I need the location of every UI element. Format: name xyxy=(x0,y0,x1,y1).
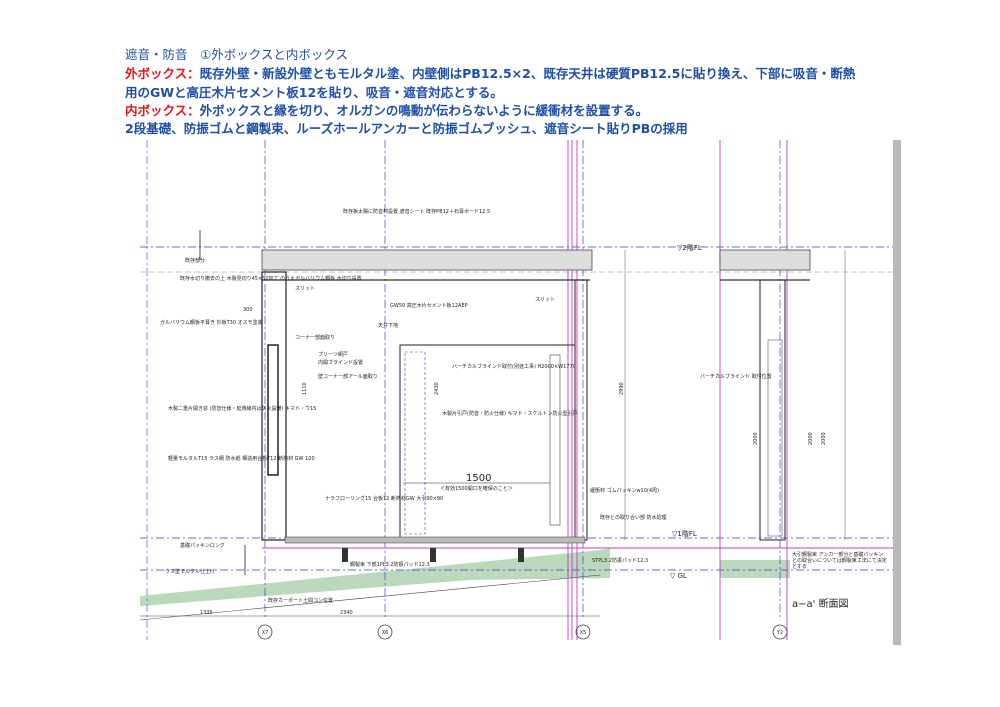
label-door: 木製片引戸(防音・防火仕様) キマド・スケルトン防火型引戸 xyxy=(442,410,578,417)
outer-wall-left xyxy=(261,271,287,541)
label-joint: 既存との取り合い部 防水処理 xyxy=(600,514,667,521)
label-corner: コーナー部面取り xyxy=(295,334,335,341)
drawing-title: 遮音・防音 ①外ボックスと内ボックス xyxy=(125,47,348,62)
ground-hatch-right xyxy=(720,560,790,578)
dim-1110: 1110 xyxy=(302,382,308,395)
grid-x5: X5 xyxy=(580,630,587,636)
label-opening: ＜有効1500開口を確保のこと＞ xyxy=(440,485,513,492)
label-cement-board: GW50 高圧木片セメント板12AEP xyxy=(390,302,468,309)
grid-x6: X6 xyxy=(382,630,389,636)
dim-1500: 1500 xyxy=(466,473,491,484)
grid-x7: X7 xyxy=(262,630,269,636)
floor-structure xyxy=(284,536,586,544)
roof-structure xyxy=(261,249,593,271)
dim-2000-c: 2000 xyxy=(821,432,827,445)
dim-2000-a: 2000 xyxy=(753,432,759,445)
label-wall-spec: 軽量モルタルT15 ラス網 防水紙 構造用合板T12 断熱材 GW 100 xyxy=(168,455,315,462)
label-flash: 既存水切り撤去の上 木製見切り45×30加工 のうえガルバリウム鋼板 水切り設置 xyxy=(180,275,362,282)
label-steel: 鋼製束 下部1PL3.2防振パッド12.3 xyxy=(350,561,430,568)
level-gl: ▽ GL xyxy=(670,572,687,580)
label-window: 木製二重片開き窓 (防音仕様・延焼線内は防火設備) キマド・ウ15 xyxy=(168,405,316,412)
dim-300: 300 xyxy=(243,307,253,313)
label-flooring: ナラフローリング15 合板12 断熱材GW 大引90×90 xyxy=(325,495,443,502)
label-blind: 内開ブラインド設置 xyxy=(318,359,363,366)
ground-hatch xyxy=(140,548,610,606)
dim-2990: 2990 xyxy=(619,382,625,395)
label-anchor: 大引鋼製束 アンカー部分と基礎パッキンとの取合いについては鋼製束工法にて決定とす… xyxy=(792,552,887,570)
foundation-note: 2段基礎、防振ゴムと鋼製束、ルーズホールアンカーと防振ゴムブッシュ、遮音シート貼… xyxy=(125,121,688,136)
label-cushion: 緩衝材 ゴムパッキンw10(4周) xyxy=(590,487,659,494)
label-packing: 基礎パッキンロング xyxy=(180,542,225,549)
label-slit-2: スリット xyxy=(535,297,555,303)
dim-2000-b: 2000 xyxy=(808,432,814,445)
level-2fl: ▽2階FL xyxy=(677,243,702,252)
level-1fl: ▽1階FL xyxy=(672,529,697,538)
label-mortar: ウス塗モルタル仕上げ xyxy=(165,568,215,575)
outer-box-text-2: 用のGWと高圧木片セメント板12を貼り、吸音・遮音対応とする。 xyxy=(125,85,503,100)
label-galva: ガルバリウム鋼板平葺き 杉板T30 オスモ塗装 xyxy=(160,319,263,326)
dim-2340: 2340 xyxy=(340,610,353,616)
grid-y2: Y2 xyxy=(776,630,783,636)
inner-door xyxy=(399,344,576,539)
label-slit: スリット xyxy=(295,286,315,292)
inner-box-note: 内ボックス：外ボックスと縁を切り、オルガンの鳴動が伝わらないように緩衝材を設置す… xyxy=(125,102,648,120)
label-vblind: バーチカルブラインド取付(別途工事) H2000×W1770 xyxy=(452,363,576,370)
section-title: a−a' 断面図 xyxy=(792,597,849,610)
page-edge-bar xyxy=(893,140,901,645)
inner-box-text: 外ボックスと縁を切り、オルガンの鳴動が伝わらないように緩衝材を設置する。 xyxy=(199,103,649,118)
label-existing: 既存部分 xyxy=(185,257,205,264)
outer-box-label: 外ボックス： xyxy=(125,66,200,81)
inner-box-label: 内ボックス： xyxy=(125,103,200,118)
label-ceiling: 既存板太陽に防音材設置 遮音シート 既存PB12＋石膏ボード12.5 xyxy=(343,208,490,215)
label-corner-2: 壁コーナー部アール面取り xyxy=(318,373,378,380)
label-ceiling-frame: 天井下地 xyxy=(378,322,398,329)
label-pleats: プリーツ網戸 xyxy=(318,351,348,358)
outer-box-note: 外ボックス：既存外壁・新設外壁ともモルタル塗、内壁側はPB12.5×2、既存天井… xyxy=(125,65,855,83)
label-pad: STPL3.2防振パッド12.3 xyxy=(592,557,648,564)
dim-2430: 2430 xyxy=(434,382,440,395)
label-carport: 既存カーポート土間コン位置 xyxy=(268,597,333,604)
dim-1335: 1335 xyxy=(200,610,213,616)
label-vblind-2: バーチカルブラインド 取付位置 xyxy=(700,373,772,380)
outer-box-text-1: 既存外壁・新設外壁ともモルタル塗、内壁側はPB12.5×2、既存天井は硬質PB1… xyxy=(199,66,856,81)
